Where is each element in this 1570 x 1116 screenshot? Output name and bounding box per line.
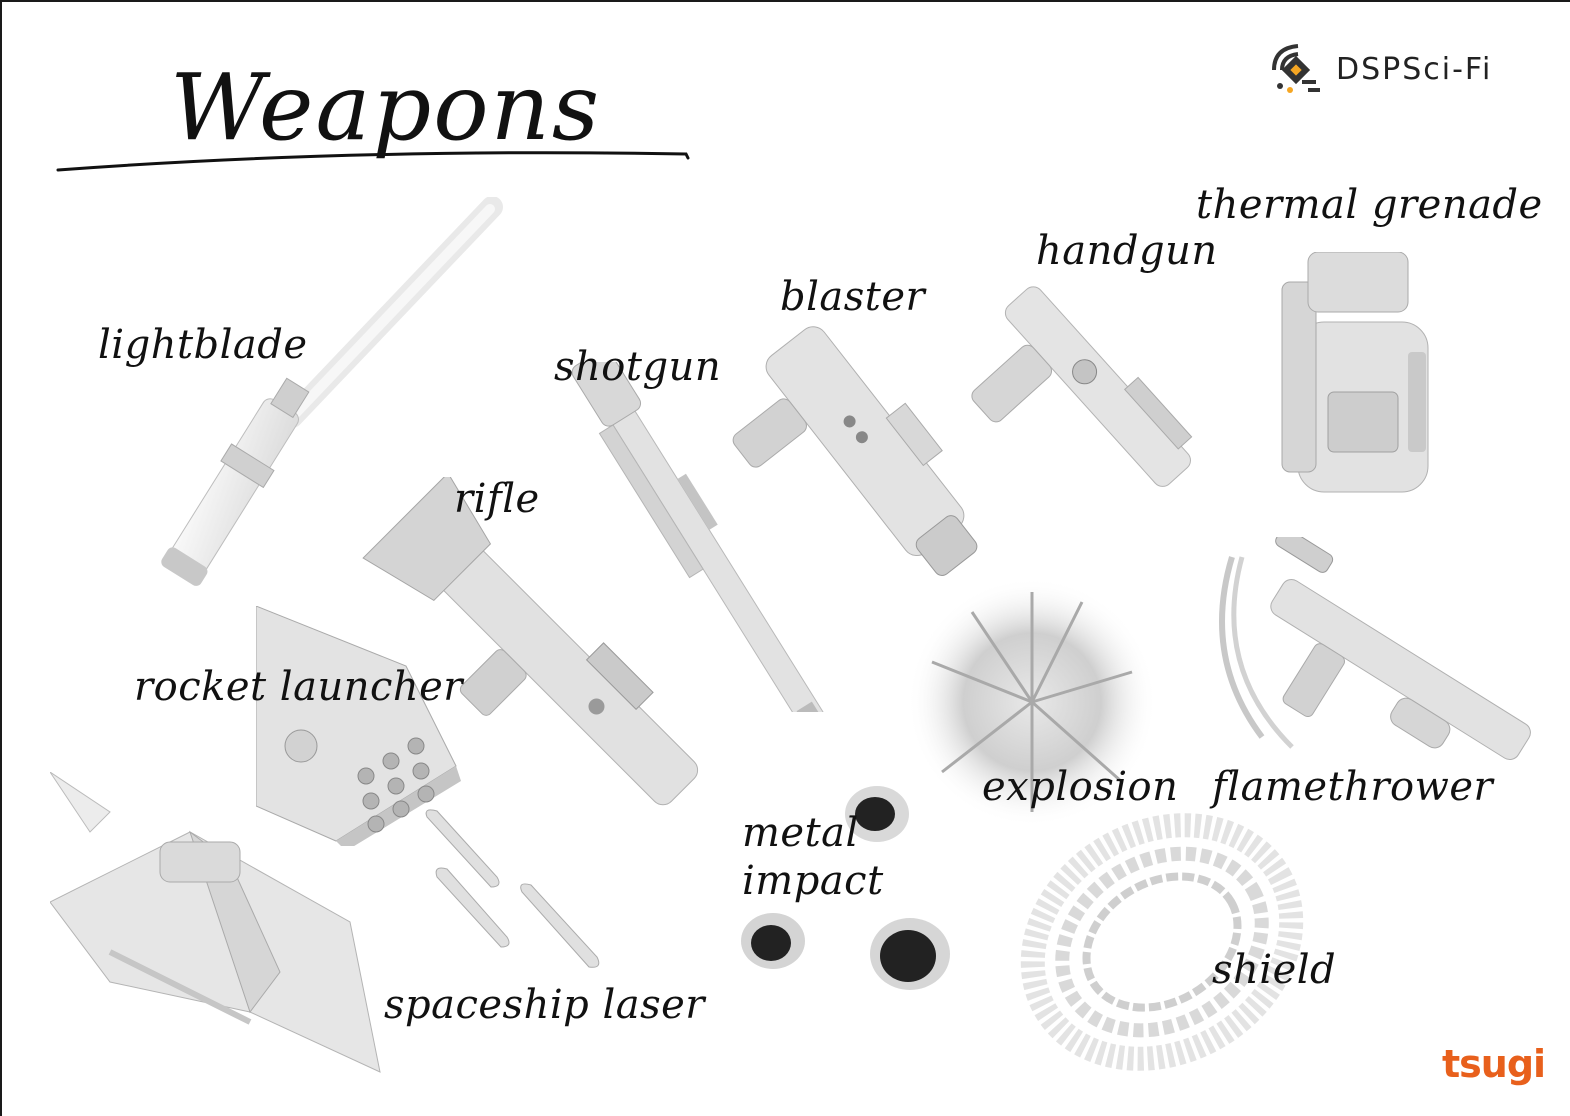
flamethrower-render (1219, 537, 1531, 761)
lightblade-render (161, 197, 503, 586)
metal-impact-label-line2: impact (742, 858, 884, 904)
rocket-launcher-label: rocket launcher (134, 664, 463, 710)
shotgun-render (571, 362, 828, 712)
shield-render (1020, 813, 1304, 1071)
handgun-label: handgun (1036, 228, 1218, 274)
metal-impact-label-line1: metal (742, 810, 859, 856)
shield-label: shield (1212, 947, 1337, 993)
rocket-launcher-render (256, 606, 461, 846)
impact-hole-3 (870, 918, 950, 990)
lightblade-label: lightblade (98, 322, 308, 368)
brand-logo: DSPSci-Fi (1268, 40, 1492, 98)
blaster-render (732, 326, 978, 576)
title-underline (56, 151, 690, 172)
rockets-render (425, 809, 600, 968)
brand-name: DSPSci-Fi (1336, 51, 1493, 87)
rifle-label: rifle (454, 476, 540, 522)
thermal-grenade-render (1281, 252, 1429, 493)
blaster-label: blaster (780, 274, 926, 320)
rifle-render (362, 477, 699, 806)
page-title: Weapons (170, 54, 602, 161)
spaceship-laser-render (50, 772, 381, 1073)
explosion-label: explosion (982, 764, 1179, 810)
spaceship-laser-label: spaceship laser (384, 982, 705, 1028)
publisher-logo: tsugi (1442, 1042, 1546, 1086)
handgun-render (971, 286, 1193, 487)
thermal-grenade-label: thermal grenade (1196, 182, 1543, 228)
flamethrower-label: flamethrower (1212, 764, 1494, 810)
explosion-render (907, 577, 1157, 827)
impact-hole-1 (845, 786, 909, 842)
brand-mark-icon (1272, 44, 1320, 93)
impact-hole-2 (741, 913, 805, 969)
shotgun-label: shotgun (554, 344, 722, 390)
